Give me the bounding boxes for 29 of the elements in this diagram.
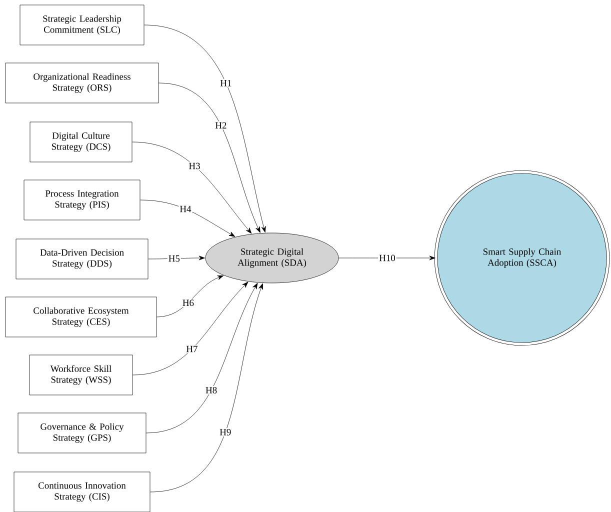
arrow xyxy=(132,142,252,234)
edge-label: H5 xyxy=(167,254,181,263)
construct-box: Digital Culture Strategy (DCS) xyxy=(30,122,132,162)
arrow xyxy=(150,283,263,492)
arrow xyxy=(148,256,205,260)
arrow xyxy=(156,275,224,318)
arrow xyxy=(132,282,248,376)
construct-box: Organizational Readiness Strategy (ORS) xyxy=(5,62,159,104)
arrow xyxy=(146,282,258,434)
construct-box: Collaborative Ecosystem Strategy (CES) xyxy=(5,296,157,338)
edge-label: H1 xyxy=(219,79,233,88)
construct-box: Governance & Policy Strategy (GPS) xyxy=(18,412,146,454)
edge-label: H9 xyxy=(218,428,232,436)
construct-box: Continuous Innovation Strategy (CIS) xyxy=(14,472,150,512)
edge-label: H7 xyxy=(185,344,199,354)
edge-label: H4 xyxy=(178,204,192,214)
edge-label: H3 xyxy=(188,162,202,170)
construct-box: Workforce Skill Strategy (WSS) xyxy=(29,354,133,396)
construct-box: Strategic Leadership Commitment (SLC) xyxy=(20,4,144,46)
edge-label: H8 xyxy=(204,386,218,394)
arrow xyxy=(144,24,266,233)
edge-label: H2 xyxy=(214,121,228,130)
arrow xyxy=(338,256,436,260)
arrow xyxy=(140,200,236,237)
arrow xyxy=(158,82,260,233)
edge-label: H6 xyxy=(181,298,196,308)
construct-box: Data-Driven Decision Strategy (DDS) xyxy=(16,238,148,280)
edge-label: H10 xyxy=(378,254,396,262)
construct-box: Process Integration Strategy (PIS) xyxy=(24,180,140,220)
